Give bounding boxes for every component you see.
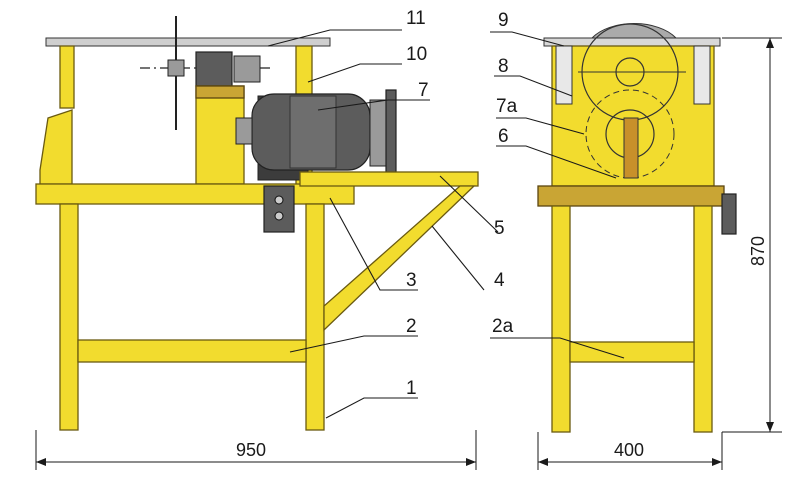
dimension-length: 950 — [236, 440, 266, 460]
callout-7a: 7a — [496, 96, 518, 117]
clamp-bolt-top — [274, 195, 284, 205]
front-view — [537, 23, 737, 433]
callout-6: 6 — [498, 126, 509, 147]
arbor-bearing — [195, 51, 233, 87]
diagonal-brace — [323, 185, 476, 332]
callout-9: 9 — [498, 10, 509, 31]
adjust-post — [623, 117, 639, 179]
callout-7: 7 — [418, 80, 429, 101]
front-top-bar — [543, 37, 721, 47]
callout-1: 1 — [406, 378, 417, 399]
front-leg — [59, 203, 79, 431]
bracket-right — [693, 45, 711, 105]
dimension-height: 870 — [748, 236, 768, 266]
top-frame-front-post — [59, 45, 75, 109]
callout-10: 10 — [406, 44, 427, 65]
front-leg-right — [693, 205, 713, 433]
table-extension — [299, 171, 479, 187]
arbor-pulley — [233, 55, 261, 83]
front-tabletop — [537, 185, 725, 207]
leader-lines — [267, 29, 625, 419]
arbor-support-top — [195, 85, 245, 99]
side-view — [35, 16, 479, 431]
table-top-side — [35, 183, 355, 205]
callout-2a: 2a — [492, 316, 514, 337]
callout-3: 3 — [406, 270, 417, 291]
lower-stretcher — [77, 339, 307, 363]
callout-2: 2 — [406, 316, 417, 337]
motor-ribs — [289, 95, 337, 169]
arbor-collar — [167, 59, 185, 77]
top-frame — [45, 37, 331, 47]
clamp-bolt-bottom — [274, 211, 284, 221]
dimension-lines — [35, 37, 782, 470]
clamp-plate — [263, 185, 295, 233]
callout-5: 5 — [494, 218, 505, 239]
front-stretcher — [569, 341, 695, 363]
front-leg-left — [551, 205, 571, 433]
callout-4: 4 — [494, 270, 505, 291]
front-brace — [39, 109, 73, 185]
callout-11: 11 — [406, 8, 426, 29]
rear-leg — [305, 203, 325, 431]
front-clamp — [721, 193, 737, 235]
motor-pulley-left — [235, 117, 253, 145]
big-pulley-lower — [585, 89, 675, 179]
motor-pulley-right — [385, 89, 397, 175]
motor-flange — [369, 99, 387, 167]
dimension-width: 400 — [614, 440, 644, 460]
callout-8: 8 — [498, 56, 509, 77]
